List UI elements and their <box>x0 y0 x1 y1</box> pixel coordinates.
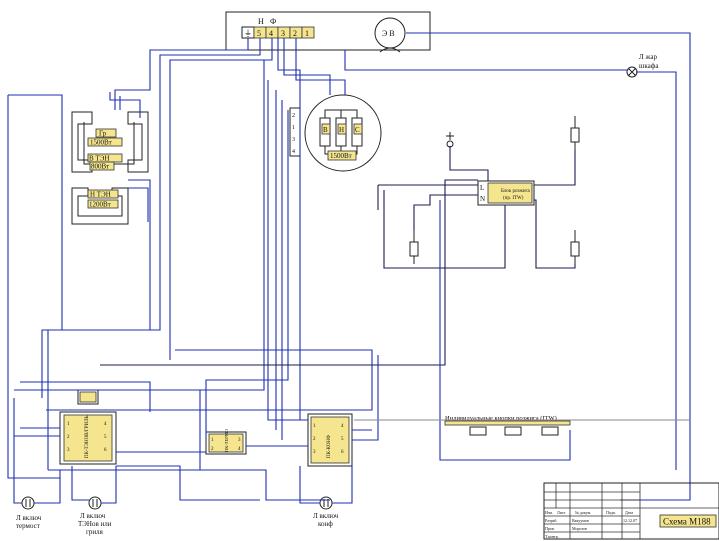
socket-block-subtitle: (пр. ITW) <box>503 196 524 201</box>
terminal-1: 1 <box>305 29 309 38</box>
tb-col-doc: № докум. <box>575 510 591 515</box>
switch-heaters: ПК-ТЭНОВ/ГРИЛЬ 1 2 3 4 5 6 <box>59 389 117 465</box>
switch-convection-code: ПК-КОНФ <box>327 435 332 458</box>
indicator-heaters-line3: гриля <box>86 528 104 536</box>
indicator-heaters-line1: Л включ <box>80 512 106 520</box>
conv-pin-3: 3 <box>292 137 295 143</box>
tb-col-izm: Изм. <box>545 510 553 515</box>
lower-heater-power: 1200Вт <box>89 201 111 209</box>
conv-pin-4: 4 <box>292 149 295 155</box>
tb-row3-role: Т.контр. <box>545 534 559 539</box>
sw-left-pin-4: 4 <box>104 422 107 427</box>
sw-left-pin-1: 1 <box>67 422 70 427</box>
sw-right-pin-6: 6 <box>341 450 344 455</box>
indicator-lamp-icon <box>88 496 102 510</box>
sw-left-pin-3: 3 <box>67 448 70 453</box>
drawing-title: Схема М188 <box>663 517 711 527</box>
heating-elements: Гр 1500Вт В ТЭН 800Вт Н ТЭН 1200Вт <box>71 111 149 225</box>
lower-heater-name: Н ТЭН <box>90 191 111 199</box>
conv-letter-b: В <box>323 126 328 134</box>
convection-power: 1500Вт <box>330 152 352 160</box>
ground-icon: ⏚ <box>244 29 252 38</box>
switch-thermo-code: ПК-ТЕРМО <box>224 428 229 452</box>
socket-l: L <box>480 184 484 192</box>
tb-row1-role: Разраб. <box>545 518 557 523</box>
ignition-buttons: Индивидуальные кнопки розжига (ITW) <box>444 415 571 436</box>
tb-row1-name: Вакуумов <box>572 518 589 523</box>
fan-motor: Э В <box>374 17 406 53</box>
sw-right-pin-2: 2 <box>313 437 316 442</box>
grill-label-box <box>95 128 117 138</box>
terminal-5: 5 <box>257 29 261 38</box>
indicator-heaters-line2: ТЭНов или <box>78 520 112 528</box>
conv-pin-1: 1 <box>292 125 295 131</box>
terminal-3: 3 <box>281 29 285 38</box>
indicator-convection-line2: конф <box>318 520 333 528</box>
sw-mid-pin-4: 4 <box>238 447 241 452</box>
upper-heater-name: В ТЭН <box>89 155 109 163</box>
electrode-icon <box>446 132 454 148</box>
electrode-icon <box>570 230 580 264</box>
conv-pin-2: 2 <box>292 113 295 119</box>
indicator-thermostat: Л включ термост <box>16 496 42 530</box>
grill-name: Гр <box>99 130 107 138</box>
title-block: Изм. Лист № докум. Подп. Дата Разраб. Ва… <box>543 482 719 540</box>
switch-thermo: ПК-ТЕРМО 1 2 3 4 <box>205 428 247 455</box>
indicator-thermostat-line1: Л включ <box>16 514 42 522</box>
tb-row2-role: Пров. <box>545 526 555 531</box>
sw-left-pin-6: 6 <box>104 448 107 453</box>
ignition-buttons-label: Индивидуальные кнопки розжига (ITW) <box>445 415 557 422</box>
indicator-convection-line1: Л включ <box>313 512 339 520</box>
sw-right-pin-4: 4 <box>341 424 344 429</box>
sw-mid-pin-2: 2 <box>211 447 214 452</box>
indicator-lamp-icon <box>21 496 35 510</box>
connector-f-label: Ф <box>270 17 276 26</box>
ignition-electrodes <box>409 116 580 264</box>
switch-convection: ПК-КОНФ 1 2 3 4 5 6 <box>307 413 353 467</box>
connector-n-label: Н <box>258 17 264 26</box>
sw-right-pin-5: 5 <box>341 437 344 442</box>
sw-mid-pin-1: 1 <box>211 438 214 443</box>
conv-letter-n: Н <box>339 126 344 134</box>
tb-col-sign: Подп. <box>606 510 616 515</box>
indicator-thermostat-line2: термост <box>16 522 40 530</box>
tb-col-list: Лист <box>557 510 566 515</box>
ignition-socket-block: L N Блок розжига (пр. ITW) <box>477 180 535 206</box>
indicator-lamp-icon <box>319 496 333 510</box>
upper-heater-power: 800Вт <box>91 163 109 171</box>
switch-heaters-code: ПК-ТЭНОВ/ГРИЛЬ <box>85 415 90 458</box>
tb-row2-name: Морозов <box>572 526 587 531</box>
wires <box>7 32 691 504</box>
sw-right-pin-1: 1 <box>313 424 316 429</box>
electrode-icon <box>409 230 419 264</box>
tb-col-date: Дата <box>625 510 633 515</box>
socket-block-title: Блок розжига <box>501 189 531 194</box>
terminal-4: 4 <box>269 29 273 38</box>
socket-n: N <box>480 195 485 203</box>
sw-left-pin-5: 5 <box>104 435 107 440</box>
cabinet-lamp: Л жар шкафа <box>626 53 659 78</box>
terminal-2: 2 <box>293 29 297 38</box>
conv-letter-c: С <box>355 126 360 134</box>
indicator-convection: Л включ конф <box>313 496 339 528</box>
connector-terminals: 5 4 3 2 1 <box>253 26 315 39</box>
electrode-icon <box>570 116 580 150</box>
grill-power: 1500Вт <box>90 139 112 147</box>
sw-left-pin-2: 2 <box>67 435 70 440</box>
cabinet-lamp-label-1: Л жар <box>639 53 657 61</box>
tb-row1-date: 12.12.07 <box>623 518 637 523</box>
sw-right-pin-3: 3 <box>313 450 316 455</box>
convection-thermostat: 2 1 3 4 В Н С 1500Вт <box>289 94 382 172</box>
cabinet-lamp-label-2: шкафа <box>639 62 659 70</box>
sw-mid-pin-3: 3 <box>238 438 241 443</box>
motor-label: Э В <box>382 29 395 38</box>
